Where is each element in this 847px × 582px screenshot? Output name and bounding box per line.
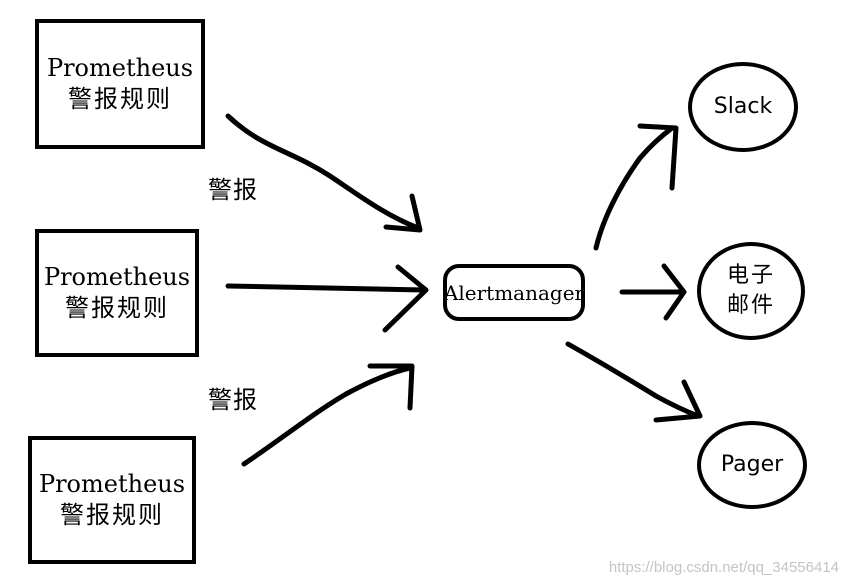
rule-box-3: Prometheus 警报规则 [28,436,196,564]
arrowhead-rule1 [383,193,423,233]
arrowhead-email [661,263,687,321]
rule-box-3-title: Prometheus [38,470,186,498]
receiver-slack-label: Slack [713,94,773,119]
receiver-email: 电子 邮件 [697,242,805,340]
alertmanager-box: Alertmanager [443,264,585,321]
receiver-email-line2: 邮件 [726,293,775,318]
receiver-pager-label: Pager [720,452,784,477]
arrowhead-rule3 [367,363,415,411]
watermark: https://blog.csdn.net/qq_34556414 [608,559,839,576]
arrow-rule2-to-alertmanager [225,283,427,293]
receiver-slack: Slack [688,62,798,152]
receiver-pager: Pager [697,421,807,509]
rule-box-2-title: Prometheus [43,263,191,291]
edge-label-alert-2: 警报 [208,386,258,414]
arrowhead-rule2 [382,264,429,333]
arrow-rule1-to-alertmanager [225,113,421,231]
receiver-email-line1: 电子 [726,263,775,288]
rule-box-1-title: Prometheus [46,54,194,82]
arrow-alertmanager-to-pager [565,341,701,419]
arrowhead-slack [637,123,679,191]
alertmanager-label: Alertmanager [443,280,585,305]
rule-box-3-subtitle: 警报规则 [60,501,164,529]
edge-label-alert-1: 警报 [208,176,258,204]
rule-box-2-subtitle: 警报规则 [65,294,169,322]
arrow-rule3-to-alertmanager [241,365,413,467]
rule-box-1-subtitle: 警报规则 [68,85,172,113]
rule-box-2: Prometheus 警报规则 [35,229,199,357]
arrowhead-pager [653,379,703,423]
arrow-alertmanager-to-slack [593,125,675,251]
rule-box-1: Prometheus 警报规则 [35,19,205,149]
